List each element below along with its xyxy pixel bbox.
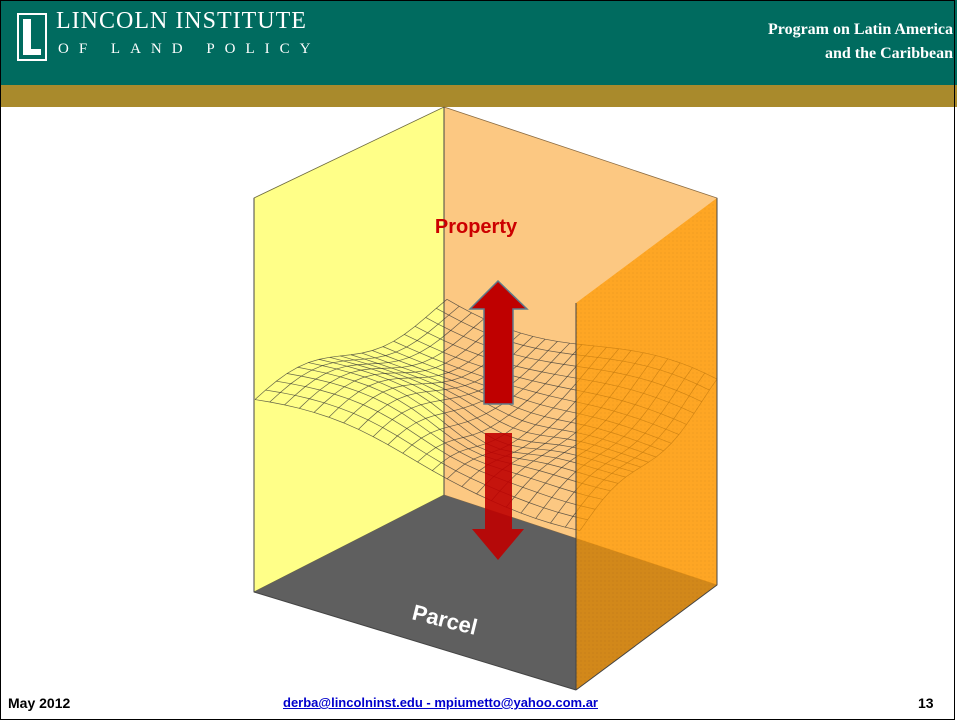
- logo-name-line1: LINCOLN INSTITUTE: [56, 8, 307, 34]
- footer-email-link[interactable]: derba@lincolninst.edu - mpiumetto@yahoo.…: [283, 695, 598, 710]
- program-title-line1: Program on Latin America: [767, 21, 953, 38]
- mesh-line: [297, 366, 611, 492]
- header-bar: [0, 0, 957, 85]
- down-arrow-icon: [472, 433, 524, 560]
- mesh-line: [276, 380, 596, 510]
- mesh-line: [318, 359, 626, 478]
- box-edges: [253, 107, 718, 691]
- header-accent-stripe: [0, 85, 957, 107]
- mesh-line: [286, 373, 603, 500]
- institute-logo-icon: [17, 13, 47, 61]
- logo-name-line2: OF LAND POLICY: [58, 41, 321, 57]
- program-title-line2: and the Caribbean: [824, 45, 953, 62]
- mesh-line: [265, 389, 588, 521]
- mesh-line: [254, 399, 581, 531]
- page-number: 13: [918, 695, 934, 711]
- footer-date: May 2012: [8, 695, 71, 711]
- up-arrow-icon: [468, 279, 529, 405]
- program-title: Program on Latin America and the Caribbe…: [653, 18, 953, 66]
- mesh-line: [308, 362, 619, 484]
- property-label: Property: [435, 216, 518, 238]
